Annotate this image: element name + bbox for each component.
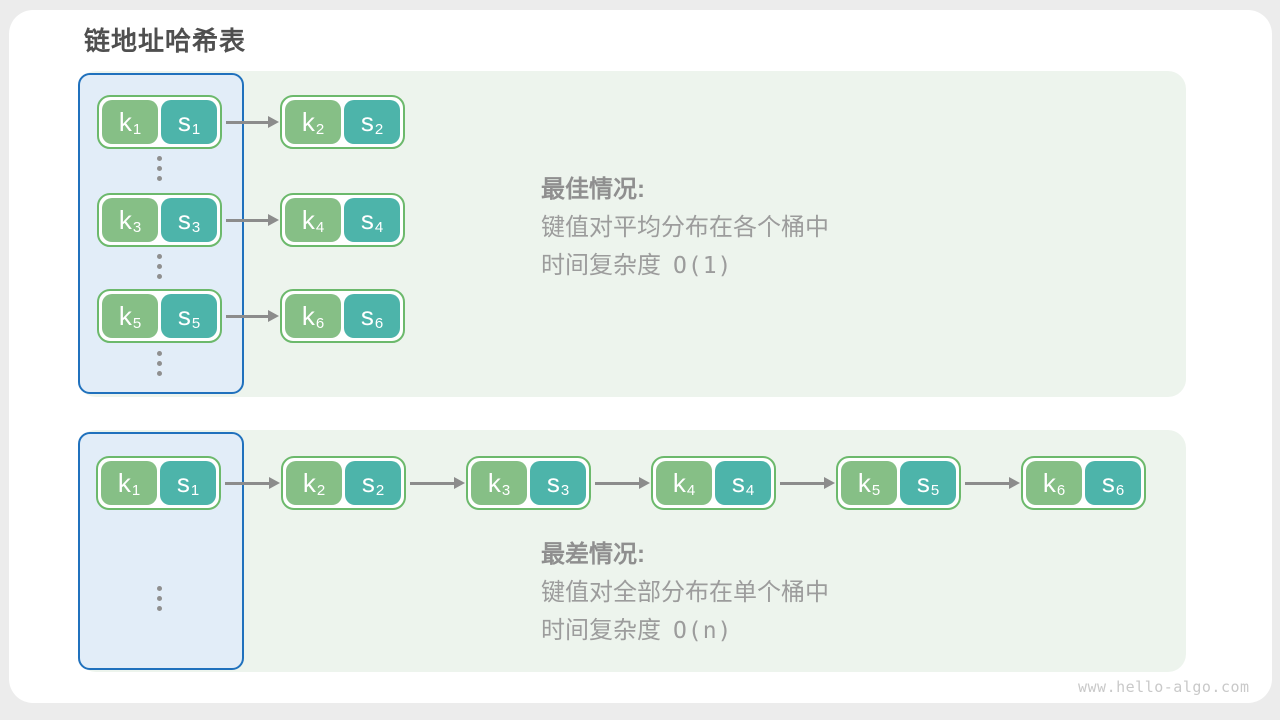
best-case-line1: 键值对平均分布在各个桶中 bbox=[541, 214, 829, 241]
arrow-icon bbox=[226, 309, 279, 322]
ellipsis-dots-icon bbox=[157, 586, 162, 611]
arrow-icon bbox=[410, 476, 465, 489]
ellipsis-dots-icon bbox=[157, 156, 162, 181]
worst-case-heading: 最差情况: bbox=[541, 541, 645, 568]
complexity-code: O(n) bbox=[673, 618, 733, 644]
arrow-icon bbox=[225, 476, 280, 489]
arrow-icon bbox=[780, 476, 835, 489]
arrow-icon bbox=[226, 213, 279, 226]
ellipsis-dots-icon bbox=[157, 254, 162, 279]
worst-case-panel bbox=[78, 430, 1186, 672]
arrow-icon bbox=[965, 476, 1020, 489]
best-case-heading: 最佳情况: bbox=[541, 176, 645, 203]
best-case-panel bbox=[78, 71, 1186, 397]
complexity-code: O(1) bbox=[673, 253, 733, 279]
worst-case-line1: 键值对全部分布在单个桶中 bbox=[541, 579, 829, 606]
ellipsis-dots-icon bbox=[157, 351, 162, 376]
figure-title: 链地址哈希表 bbox=[84, 26, 247, 56]
arrow-icon bbox=[226, 115, 279, 128]
watermark: www.hello-algo.com bbox=[1078, 678, 1250, 696]
arrow-icon bbox=[595, 476, 650, 489]
